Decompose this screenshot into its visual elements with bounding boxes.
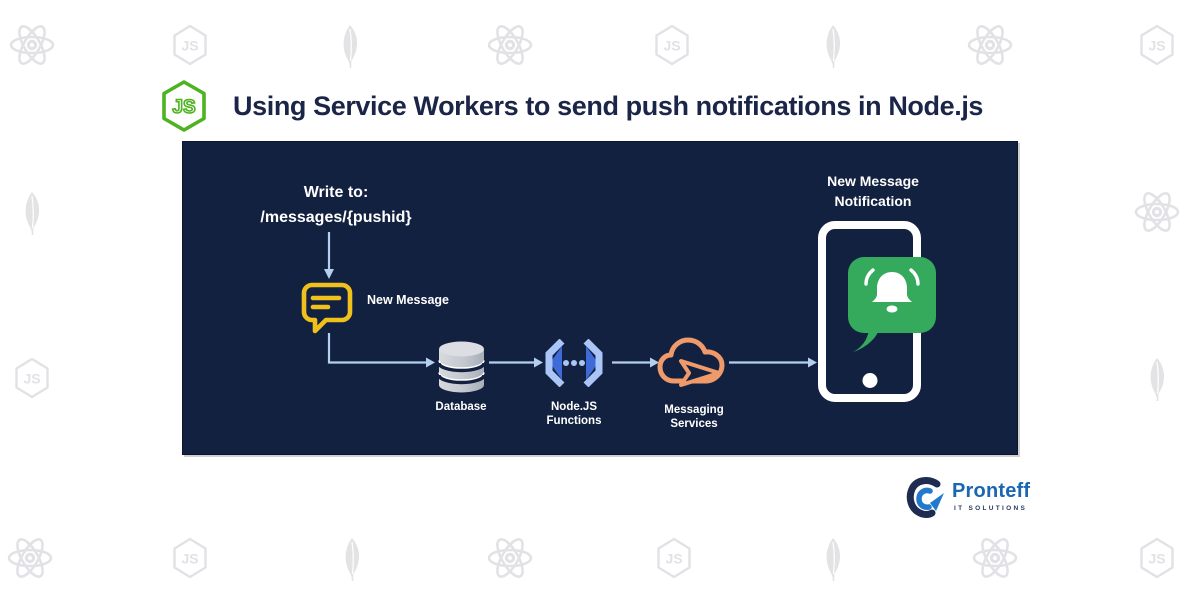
arrowhead	[534, 357, 543, 368]
notification-label: New Message Notification	[827, 171, 919, 211]
functions-brackets-icon	[545, 339, 603, 387]
diagram-card: Write to: /messages/{pushid} New Message	[182, 141, 1018, 455]
cloud-messaging-icon	[657, 337, 725, 387]
mongodb-icon	[825, 537, 841, 582]
home-button-icon	[862, 373, 877, 388]
messaging-label-line1: Messaging	[664, 404, 724, 416]
arrow-message-to-database	[327, 333, 426, 364]
notification-label-line2: Notification	[834, 193, 912, 209]
functions-label-line2: Functions	[546, 415, 602, 427]
page-title: Using Service Workers to send push notif…	[233, 91, 984, 121]
functions-label-line1: Node.JS	[550, 401, 598, 413]
chat-bubble-icon	[301, 282, 353, 334]
arrowhead	[650, 357, 659, 368]
nodejs-icon	[1140, 537, 1174, 579]
messaging-label: Messaging Services	[664, 403, 723, 431]
pronteff-logo: Pronteff IT SOLUTIONS	[906, 476, 1056, 524]
pronteff-mark-icon	[906, 477, 944, 518]
nodejs-logo: JS	[162, 80, 206, 132]
write-to-path: /messages/{pushid}	[260, 209, 412, 226]
mongodb-icon	[24, 191, 40, 236]
functions-label: Node.JS Functions	[547, 400, 602, 428]
nodejs-icon	[657, 537, 691, 579]
arrowhead	[426, 357, 435, 368]
mongodb-icon	[1149, 357, 1165, 402]
react-icon	[972, 534, 1018, 582]
brand-subtitle: IT SOLUTIONS	[954, 505, 1028, 512]
svg-text:JS: JS	[172, 97, 195, 118]
react-icon	[1134, 188, 1180, 236]
write-to-line1: Write to:	[303, 184, 369, 201]
write-to-label: Write to: /messages/{pushid}	[260, 180, 411, 230]
new-message-label: New Message	[367, 293, 449, 307]
react-icon	[487, 534, 533, 582]
brand-name: Pronteff	[952, 480, 1031, 502]
bell-notification-icon	[848, 257, 936, 352]
database-label: Database	[435, 401, 487, 413]
react-icon	[7, 534, 53, 582]
mongodb-icon	[344, 537, 360, 582]
arrowhead	[808, 357, 817, 368]
messaging-label-line2: Services	[670, 418, 718, 430]
nodejs-icon	[15, 357, 49, 399]
arrowhead	[324, 269, 334, 279]
notification-label-line1: New Message	[827, 173, 919, 189]
database-icon	[438, 341, 485, 393]
flow-arrows	[324, 232, 817, 368]
header: JS Using Service Workers to send push no…	[0, 0, 1200, 140]
nodejs-icon	[173, 537, 207, 579]
